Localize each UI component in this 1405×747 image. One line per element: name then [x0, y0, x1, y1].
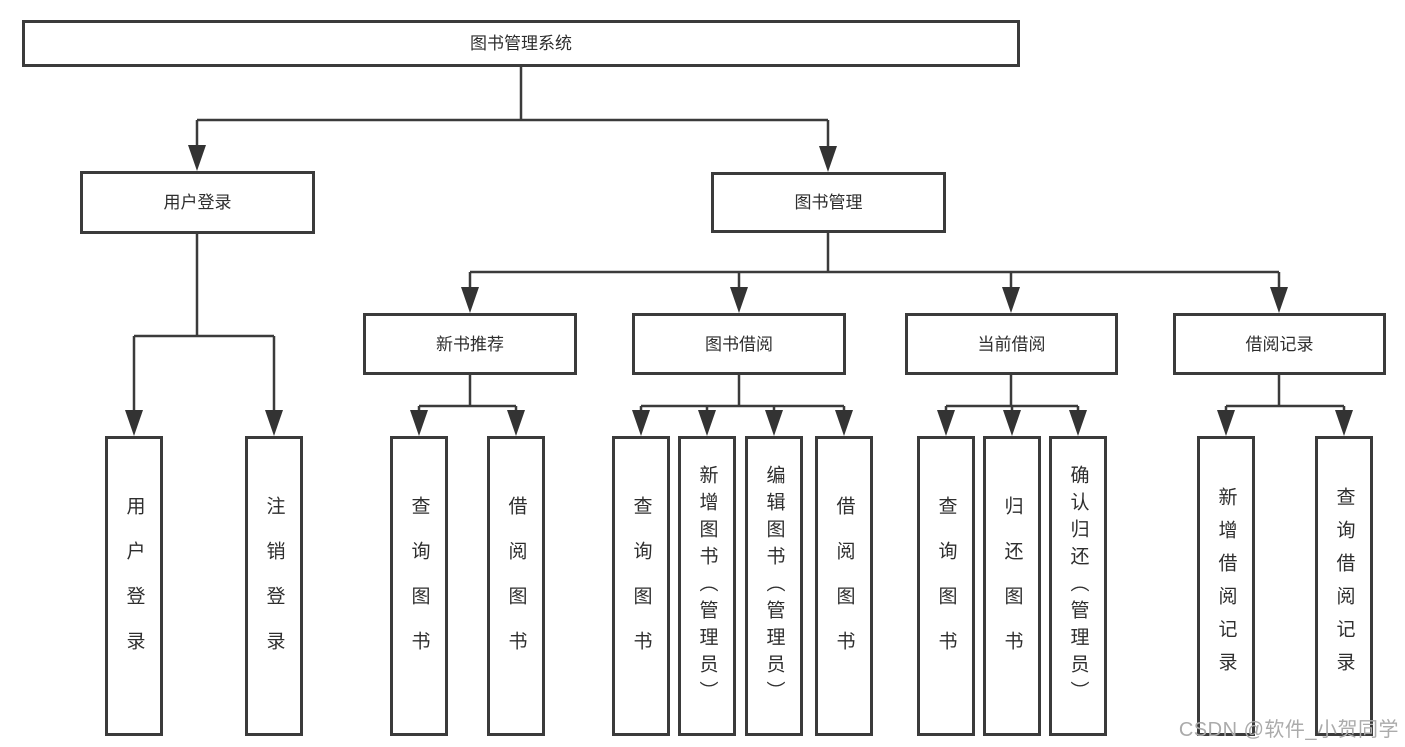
arrowhead-edit-book-admin [765, 410, 783, 436]
connector-current-borrow-children [944, 375, 1080, 412]
leaf-confirm-return-admin: 确认归还（管理员） [1049, 436, 1107, 736]
connector-user-login-children [132, 234, 276, 412]
node-current-borrow: 当前借阅 [905, 313, 1118, 375]
csdn-watermark: CSDN @软件_小贺同学 [1178, 719, 1399, 741]
leaf-edit-book-admin: 编辑图书（管理员） [745, 436, 803, 736]
arrowhead-borrow-records [1270, 287, 1288, 313]
node-book-management-branch: 图书管理 [711, 172, 946, 233]
connector-borrow-records-children [1224, 375, 1346, 412]
node-root-book-management-system: 图书管理系统 [22, 20, 1020, 67]
arrowhead-user-login [188, 145, 206, 171]
node-book-borrow: 图书借阅 [632, 313, 846, 375]
leaf-borrow-books-1: 借阅图书 [487, 436, 545, 736]
leaf-query-books-2: 查询图书 [612, 436, 670, 736]
connector-book-borrow-children [639, 375, 846, 412]
arrowhead-return-book [1003, 410, 1021, 436]
leaf-add-borrow-record: 新增借阅记录 [1197, 436, 1255, 736]
arrowhead-query-books-2 [632, 410, 650, 436]
arrowhead-query-books-1 [410, 410, 428, 436]
leaf-user-login: 用户登录 [105, 436, 163, 736]
arrowhead-query-books-3 [937, 410, 955, 436]
arrowhead-leaf-user-login [125, 410, 143, 436]
arrowhead-book-management [819, 146, 837, 172]
arrowhead-query-borrow-record [1335, 410, 1353, 436]
leaf-query-books-1: 查询图书 [390, 436, 448, 736]
arrowhead-confirm-return-admin [1069, 410, 1087, 436]
leaf-query-borrow-record: 查询借阅记录 [1315, 436, 1373, 736]
node-new-book-recommend: 新书推荐 [363, 313, 577, 375]
arrowhead-add-borrow-record [1217, 410, 1235, 436]
arrowhead-book-borrow [730, 287, 748, 313]
leaf-return-book: 归还图书 [983, 436, 1041, 736]
leaf-add-book-admin: 新增图书（管理员） [678, 436, 736, 736]
leaf-logout: 注销登录 [245, 436, 303, 736]
connector-book-management-sections [468, 233, 1281, 290]
node-borrow-records: 借阅记录 [1173, 313, 1386, 375]
arrowhead-current-borrow [1002, 287, 1020, 313]
arrowhead-borrow-books-2 [835, 410, 853, 436]
arrowhead-leaf-logout [265, 410, 283, 436]
arrowhead-add-book-admin [698, 410, 716, 436]
arrowhead-borrow-books-1 [507, 410, 525, 436]
leaf-query-books-3: 查询图书 [917, 436, 975, 736]
node-user-login-branch: 用户登录 [80, 171, 315, 234]
connector-root-to-branches [195, 67, 830, 149]
arrowhead-new-book-recommend [461, 287, 479, 313]
leaf-borrow-books-2: 借阅图书 [815, 436, 873, 736]
connector-new-book-children [417, 375, 518, 412]
